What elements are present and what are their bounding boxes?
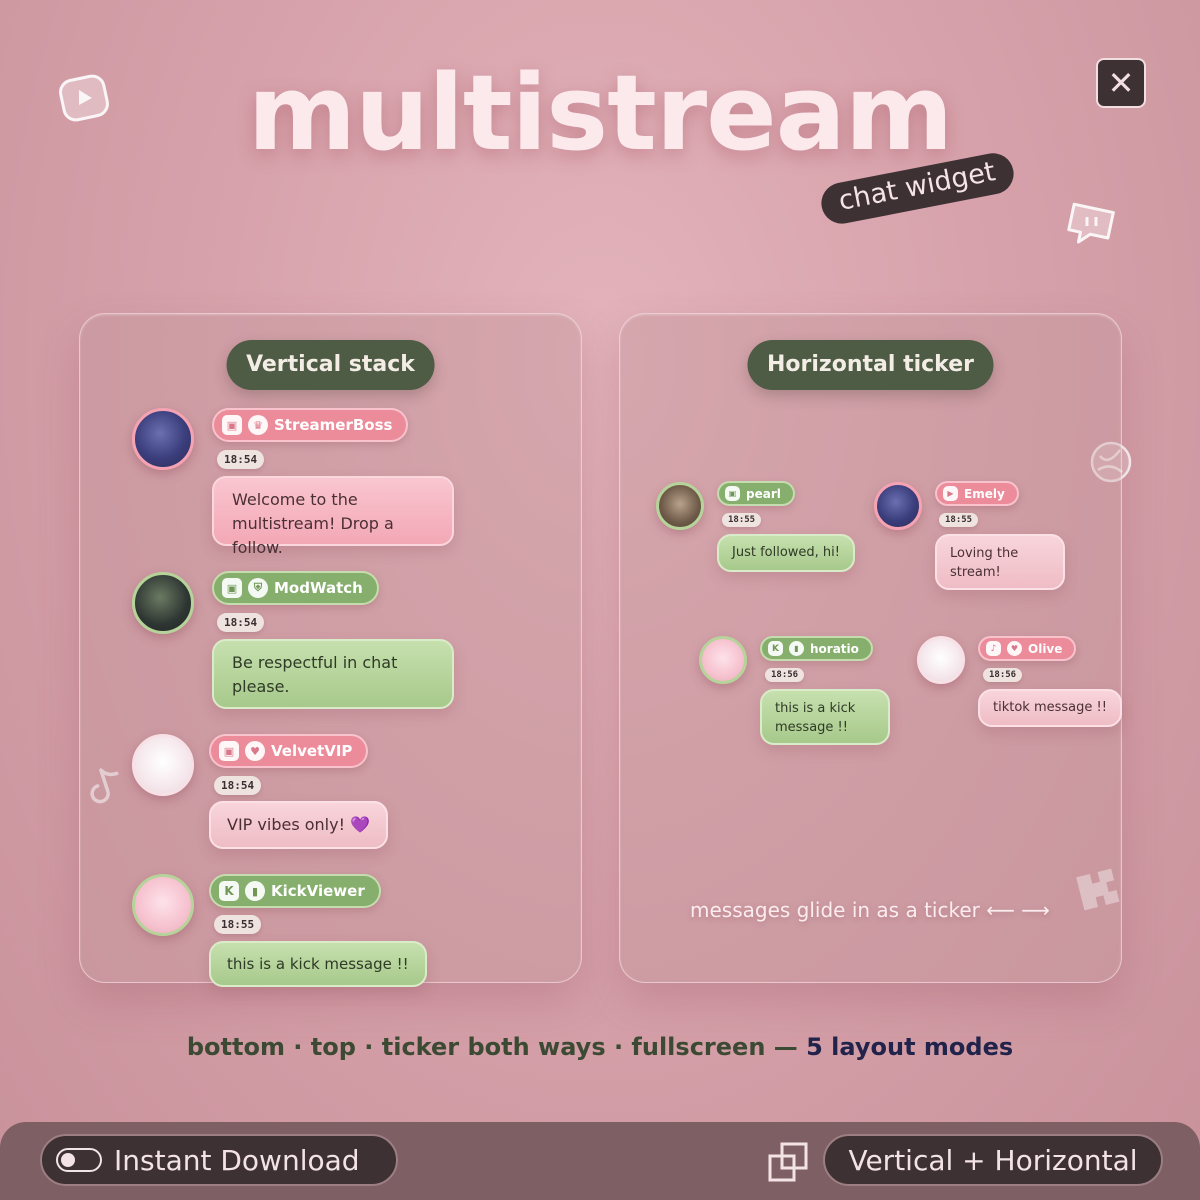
username-pill: K ▮ KickViewer	[209, 874, 381, 908]
panel-title-horizontal: Horizontal ticker	[747, 340, 994, 390]
message-line: multistream! Drop a follow.	[232, 514, 394, 557]
message-line: Welcome to the	[232, 490, 358, 509]
message-line: Be respectful in chat	[232, 653, 398, 672]
timestamp: 18:54	[217, 613, 265, 632]
timestamp: 18:55	[939, 513, 979, 527]
modes-text: bottom · top · ticker both ways · fullsc…	[186, 1033, 807, 1061]
close-icon: ✕	[1107, 64, 1135, 102]
chat-message: this is a kick message !!	[760, 689, 890, 745]
avatar	[874, 482, 922, 530]
twitch-icon: ▣	[222, 578, 242, 598]
instant-download-button[interactable]: Instant Download	[40, 1134, 398, 1186]
instant-download-label: Instant Download	[114, 1143, 360, 1177]
username: StreamerBoss	[274, 416, 393, 434]
orientation-badge[interactable]: Vertical + Horizontal	[823, 1134, 1163, 1186]
username-pill: K ▮ horatio	[760, 636, 873, 661]
kick-icon	[1076, 868, 1120, 911]
twitch-icon	[1067, 202, 1115, 244]
orientation-label: Vertical + Horizontal	[848, 1143, 1138, 1177]
layout-modes-line: bottom · top · ticker both ways · fullsc…	[0, 1033, 1200, 1061]
chat-message: this is a kick message !!	[209, 941, 427, 987]
crown-icon: ♛	[248, 415, 268, 435]
twitch-icon: ▣	[725, 486, 740, 501]
timestamp: 18:54	[217, 450, 265, 469]
page-title: multistream	[247, 52, 953, 174]
globe-icon	[1090, 441, 1132, 483]
heart-icon: ♥	[1007, 641, 1022, 656]
message-text: Just followed, hi!	[732, 545, 840, 560]
avatar	[699, 636, 747, 684]
avatar	[656, 482, 704, 530]
chat-message: VIP vibes only! 💜	[209, 801, 388, 849]
kick-icon: K	[768, 641, 783, 656]
close-button[interactable]: ✕	[1096, 58, 1146, 108]
shield-icon: ⛨	[248, 578, 268, 598]
username-pill: ▣ ⛨ ModWatch	[212, 571, 379, 605]
username: Olive	[1028, 641, 1063, 656]
avatar	[132, 408, 194, 470]
toggle-icon	[56, 1148, 102, 1172]
message-text: tiktok message !!	[993, 700, 1107, 715]
timestamp: 18:56	[765, 668, 805, 682]
youtube-icon: ▶	[943, 486, 958, 501]
timestamp: 18:56	[983, 668, 1023, 682]
username: KickViewer	[271, 882, 365, 900]
message-line: message !!	[775, 720, 848, 735]
tiktok-icon: ♪	[986, 641, 1001, 656]
username-pill: ▣ pearl	[717, 481, 795, 506]
chat-message: Welcome to the multistream! Drop a follo…	[212, 476, 454, 557]
youtube-icon	[59, 74, 109, 122]
chat-message: Be respectful in chat please.	[212, 639, 454, 709]
timestamp: 18:55	[214, 915, 262, 934]
chat-message: Loving the stream!	[935, 534, 1065, 590]
heart-icon: ♥	[245, 741, 265, 761]
horizontal-ticker-panel: Horizontal ticker ▣ pearl 18:55 Just fol…	[619, 313, 1122, 983]
kick-icon: K	[219, 881, 239, 901]
avatar	[132, 572, 194, 634]
modes-highlight: 5 layout modes	[806, 1033, 1014, 1061]
timestamp: 18:54	[214, 776, 262, 795]
username: horatio	[810, 641, 859, 656]
tiktok-icon	[90, 768, 119, 804]
username-pill: ▣ ♛ StreamerBoss	[212, 408, 409, 442]
username: VelvetVIP	[271, 742, 353, 760]
message-line: stream!	[950, 565, 1001, 580]
message-text: VIP vibes only! 💜	[227, 815, 370, 834]
chat-message: tiktok message !!	[978, 689, 1122, 727]
avatar	[917, 636, 965, 684]
message-line: Loving the	[950, 546, 1019, 561]
avatar	[132, 874, 194, 936]
username-pill: ▶ Emely	[935, 481, 1019, 506]
username: Emely	[964, 486, 1005, 501]
avatar	[132, 734, 194, 796]
bookmark-icon: ▮	[245, 881, 265, 901]
ticker-caption: messages glide in as a ticker ⟵ ⟶	[690, 898, 1050, 922]
message-text: this is a kick message !!	[227, 955, 409, 973]
username-pill: ♪ ♥ Olive	[978, 636, 1077, 661]
message-line: please.	[232, 677, 290, 696]
username-pill: ▣ ♥ VelvetVIP	[209, 734, 369, 768]
username: ModWatch	[274, 579, 363, 597]
layout-icon	[768, 1142, 808, 1182]
twitch-icon: ▣	[222, 415, 242, 435]
timestamp: 18:55	[722, 513, 762, 527]
twitch-icon: ▣	[219, 741, 239, 761]
bookmark-icon: ▮	[789, 641, 804, 656]
chat-message: Just followed, hi!	[717, 534, 855, 572]
panel-title-vertical: Vertical stack	[226, 340, 435, 390]
message-line: this is a kick	[775, 701, 856, 716]
username: pearl	[746, 486, 781, 501]
vertical-stack-panel: Vertical stack ▣ ♛ StreamerBoss 18:54 We…	[79, 313, 582, 987]
